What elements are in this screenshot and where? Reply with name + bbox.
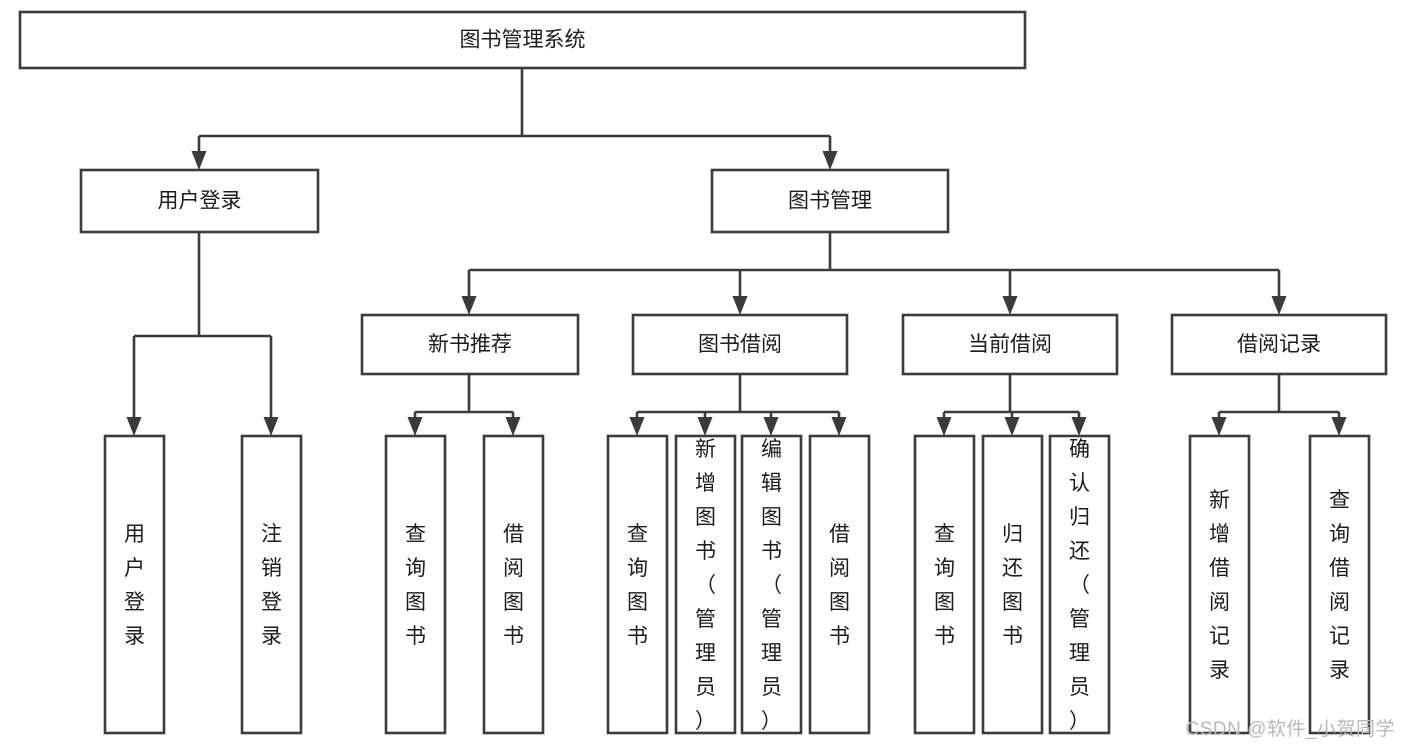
arrow-head-icon (763, 417, 779, 436)
node-leaf-add-record-box[interactable] (1188, 434, 1251, 735)
node-leaf-logout-label: 注销登录 (261, 523, 282, 648)
node-leaf-confirm-return-label: 确认归还（管理员） (1069, 438, 1090, 733)
arrow-head-icon (1271, 296, 1287, 315)
arrow-head-icon (407, 417, 423, 436)
node-leaf-add-record-label: 新增借阅记录 (1209, 489, 1230, 682)
arrow-head-icon (822, 151, 838, 170)
arrow-head-icon (191, 151, 207, 170)
node-leaf-add-book[interactable]: 新增图书（管理员） (674, 434, 737, 735)
node-new-book-recommend[interactable]: 新书推荐 (360, 313, 580, 376)
node-leaf-borrow-book-rec[interactable]: 借阅图书 (482, 434, 545, 735)
node-leaf-user-login[interactable]: 用户登录 (103, 434, 166, 735)
node-leaf-query-record[interactable]: 查询借阅记录 (1308, 434, 1371, 735)
node-user-login-label: 用户登录 (158, 190, 242, 213)
node-user-login-box[interactable] (79, 168, 320, 234)
node-leaf-logout-box[interactable] (240, 434, 303, 735)
node-leaf-edit-book[interactable]: 编辑图书（管理员） (740, 434, 803, 735)
node-leaf-borrow-book-rec-label: 借阅图书 (503, 523, 524, 648)
node-borrow-record[interactable]: 借阅记录 (1170, 313, 1388, 376)
node-layer: 图书管理系统用户登录图书管理新书推荐图书借阅当前借阅借阅记录用户登录注销登录查询… (18, 10, 1388, 735)
node-leaf-logout[interactable]: 注销登录 (240, 434, 303, 735)
node-current-borrow-box[interactable] (901, 313, 1119, 376)
arrow-head-icon (831, 417, 847, 436)
arrow-head-icon (461, 296, 477, 315)
node-new-book-recommend-box[interactable] (360, 313, 580, 376)
node-leaf-borrow-book[interactable]: 借阅图书 (808, 434, 871, 735)
node-book-borrow-label: 图书借阅 (698, 333, 782, 356)
node-leaf-query-book-rec-box[interactable] (384, 434, 447, 735)
node-root-label: 图书管理系统 (460, 29, 586, 52)
arrow-head-icon (732, 296, 748, 315)
node-leaf-query-book-borrow-box[interactable] (606, 434, 669, 735)
node-leaf-query-record-label: 查询借阅记录 (1329, 489, 1350, 682)
node-leaf-borrow-book-rec-box[interactable] (482, 434, 545, 735)
node-current-borrow-label: 当前借阅 (968, 333, 1052, 356)
csdn-watermark: CSDN @软件_小贺同学 (1185, 719, 1395, 740)
node-leaf-borrow-book-box[interactable] (808, 434, 871, 735)
node-leaf-query-book-borrow-label: 查询图书 (627, 523, 648, 648)
node-leaf-return-book-box[interactable] (981, 434, 1044, 735)
arrow-head-icon (263, 417, 279, 436)
node-leaf-return-book-label: 归还图书 (1002, 523, 1023, 648)
node-leaf-query-book-rec[interactable]: 查询图书 (384, 434, 447, 735)
node-leaf-return-book[interactable]: 归还图书 (981, 434, 1044, 735)
arrow-head-icon (629, 417, 645, 436)
connector-layer (126, 68, 1347, 436)
arrow-head-icon (936, 417, 952, 436)
arrow-head-icon (1211, 417, 1227, 436)
arrow-head-icon (1331, 417, 1347, 436)
node-leaf-query-book-borrow[interactable]: 查询图书 (606, 434, 669, 735)
node-leaf-query-book-current-box[interactable] (913, 434, 976, 735)
node-borrow-record-label: 借阅记录 (1237, 333, 1321, 356)
node-book-management[interactable]: 图书管理 (710, 168, 950, 234)
node-leaf-query-book-current-label: 查询图书 (934, 523, 955, 648)
node-leaf-user-login-label: 用户登录 (124, 523, 145, 648)
node-borrow-record-box[interactable] (1170, 313, 1388, 376)
node-leaf-query-book-current[interactable]: 查询图书 (913, 434, 976, 735)
node-root-box[interactable] (18, 10, 1027, 70)
node-leaf-add-book-box[interactable] (674, 434, 737, 735)
node-book-management-box[interactable] (710, 168, 950, 234)
arrow-head-icon (126, 417, 142, 436)
node-leaf-confirm-return-box[interactable] (1048, 434, 1111, 735)
arrow-head-icon (505, 417, 521, 436)
arrow-head-icon (697, 417, 713, 436)
arrow-head-icon (1004, 417, 1020, 436)
arrow-head-icon (1002, 296, 1018, 315)
node-leaf-confirm-return[interactable]: 确认归还（管理员） (1048, 434, 1111, 735)
node-book-borrow[interactable]: 图书借阅 (631, 313, 849, 376)
node-leaf-user-login-box[interactable] (103, 434, 166, 735)
node-book-management-label: 图书管理 (788, 190, 872, 213)
node-leaf-borrow-book-label: 借阅图书 (829, 523, 850, 648)
node-leaf-add-book-label: 新增图书（管理员） (695, 438, 716, 733)
arrow-head-icon (1071, 417, 1087, 436)
node-current-borrow[interactable]: 当前借阅 (901, 313, 1119, 376)
node-leaf-edit-book-label: 编辑图书（管理员） (761, 438, 782, 733)
node-book-borrow-box[interactable] (631, 313, 849, 376)
node-leaf-query-book-rec-label: 查询图书 (405, 523, 426, 648)
node-leaf-add-record[interactable]: 新增借阅记录 (1188, 434, 1251, 735)
node-user-login[interactable]: 用户登录 (79, 168, 320, 234)
node-root[interactable]: 图书管理系统 (18, 10, 1027, 70)
node-leaf-query-record-box[interactable] (1308, 434, 1371, 735)
node-leaf-edit-book-box[interactable] (740, 434, 803, 735)
node-new-book-recommend-label: 新书推荐 (428, 333, 512, 356)
